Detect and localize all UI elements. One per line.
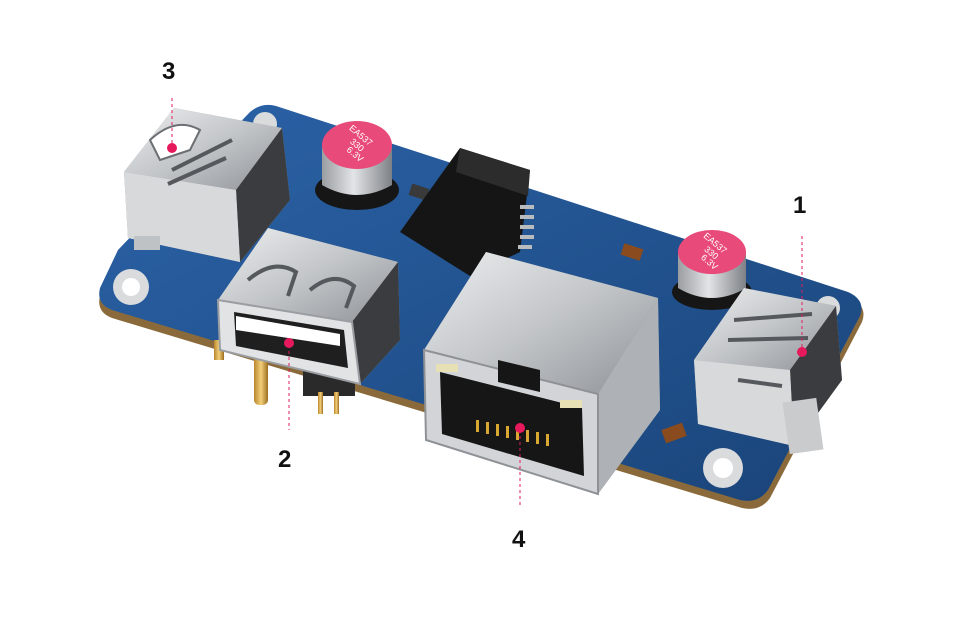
- callout-dot-3: [167, 143, 177, 153]
- usb-port-1: [694, 288, 842, 455]
- ethernet-transformer-chip: [400, 148, 534, 276]
- capacitor-right: EA537 330 6.3V: [672, 230, 752, 310]
- callout-number-4: 4: [512, 526, 526, 553]
- callout-number-1: 1: [793, 192, 807, 219]
- callout-dot-1: [797, 347, 807, 357]
- callout-number-3: 3: [162, 58, 176, 85]
- callout-dot-4: [515, 423, 525, 433]
- ethernet-port: [422, 252, 660, 496]
- capacitor-top: [322, 121, 392, 169]
- capacitor-top: [678, 230, 746, 274]
- capacitor-left: EA537 330 6.3V: [315, 121, 399, 210]
- usb-port-3: [124, 108, 290, 262]
- usb-port-2: [216, 228, 400, 386]
- callout-dot-2: [284, 338, 294, 348]
- callout-number-2: 2: [278, 446, 292, 473]
- callout-markers: [167, 98, 807, 508]
